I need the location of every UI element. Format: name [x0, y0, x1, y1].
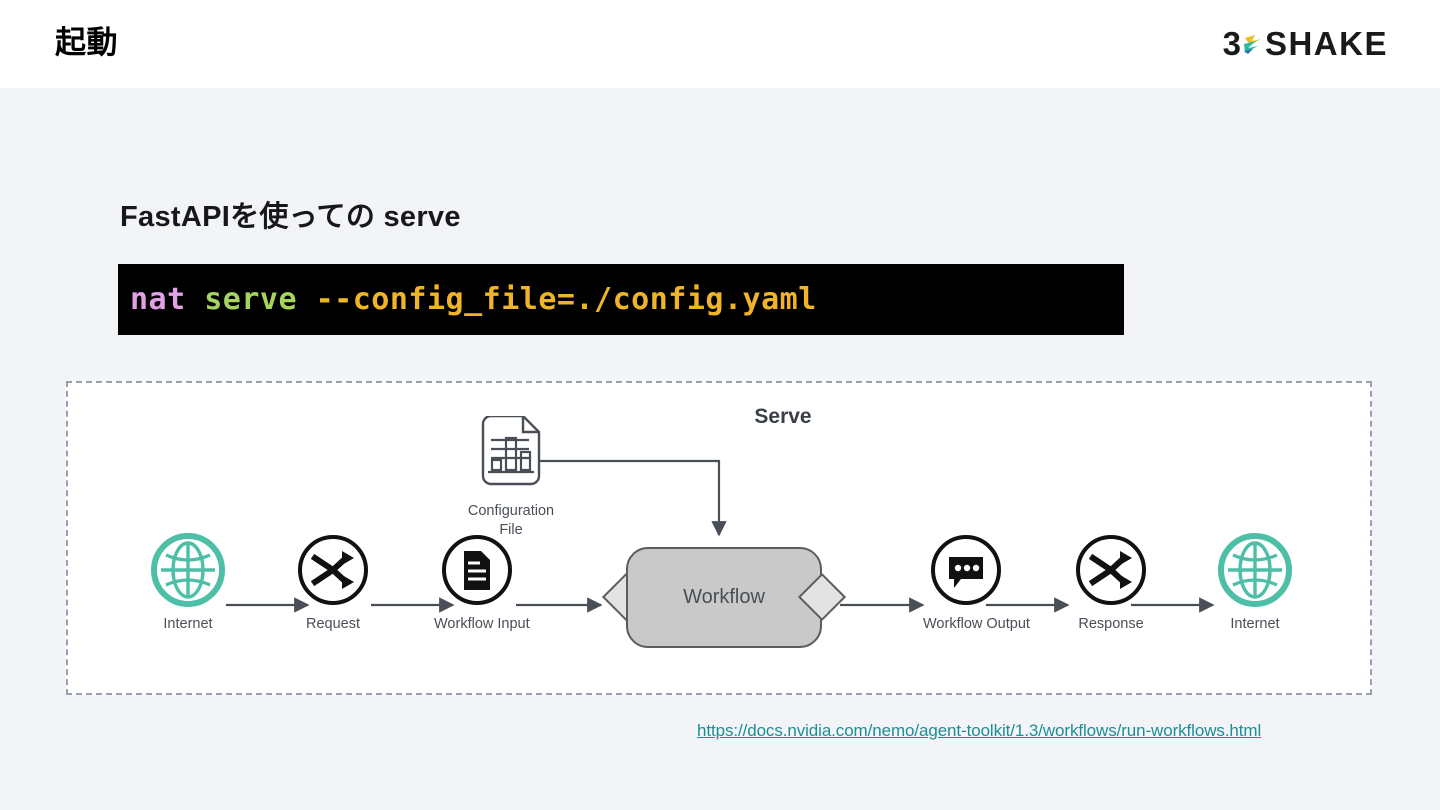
node-workflow-input: Workflow Input — [434, 533, 530, 632]
configuration-file-icon — [477, 414, 545, 494]
shuffle-arrows-icon — [296, 533, 370, 607]
brand-logo: 3 SHAKE — [1223, 21, 1388, 65]
section-heading: FastAPIを使っての serve — [120, 201, 461, 233]
node-internet-in: Internet — [145, 533, 231, 632]
code-block: nat serve --config_file=./config.yaml — [118, 264, 1124, 335]
page-title: 起動 — [55, 25, 118, 60]
source-link[interactable]: https://docs.nvidia.com/nemo/agent-toolk… — [697, 721, 1262, 740]
code-token-flags: --config_file=./config.yaml — [315, 282, 817, 317]
node-workflow-output: Workflow Output — [923, 533, 1030, 632]
code-token-subcommand: serve — [204, 282, 316, 317]
node-label: Internet — [1230, 616, 1280, 632]
node-label: Workflow Output — [923, 616, 1030, 632]
node-label: Request — [305, 616, 360, 632]
globe-icon — [1218, 533, 1292, 607]
workflow-box-label: Workflow — [683, 586, 765, 608]
workflow-box: Workflow — [626, 547, 822, 648]
node-configuration-file: Configuration File — [441, 414, 581, 540]
node-label: Internet — [163, 616, 213, 632]
document-icon — [440, 533, 514, 607]
code-token-command: nat — [130, 282, 205, 317]
node-label: Workflow Input — [434, 616, 530, 632]
node-request: Request — [290, 533, 376, 632]
node-label: Response — [1078, 616, 1144, 632]
globe-icon — [151, 533, 225, 607]
shuffle-arrows-icon — [1074, 533, 1148, 607]
node-label: Configuration File — [467, 503, 555, 538]
slide-header: 起動 3 SHAKE — [0, 0, 1440, 88]
diagram-title: Serve — [754, 405, 812, 428]
brand-wordmark: SHAKE — [1264, 24, 1388, 62]
chat-bubble-icon — [929, 533, 1003, 607]
3shake-logo-mark-icon — [1242, 32, 1264, 56]
diagram-panel: Serve — [66, 381, 1372, 695]
node-internet-out: Internet — [1212, 533, 1298, 632]
brand-numeral: 3 — [1222, 24, 1241, 62]
code-line: nat serve --config_file=./config.yaml — [118, 282, 817, 317]
node-response: Response — [1068, 533, 1154, 632]
